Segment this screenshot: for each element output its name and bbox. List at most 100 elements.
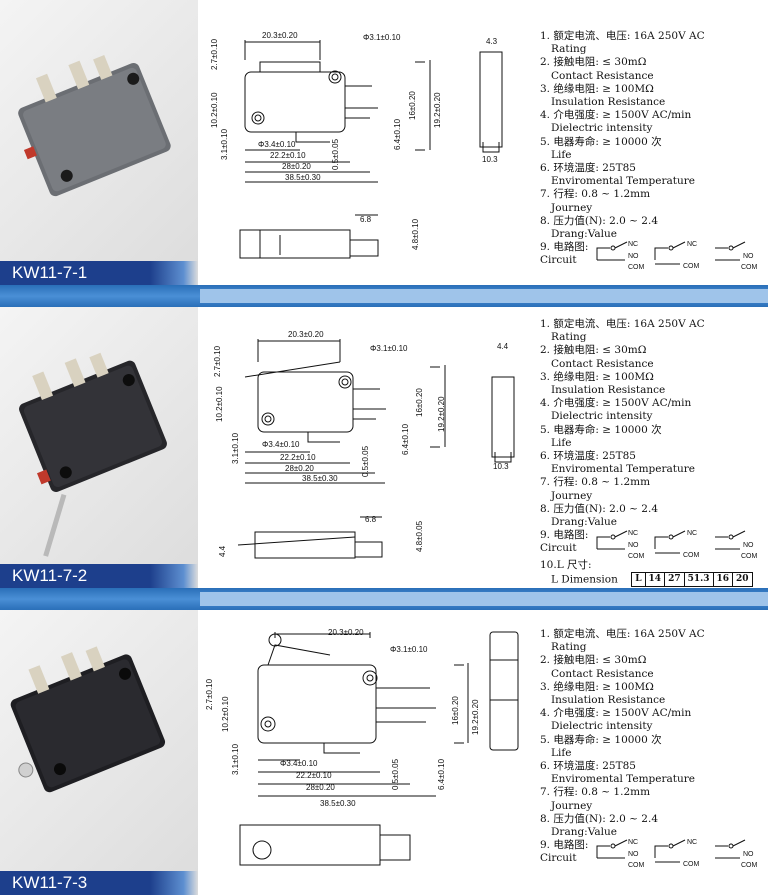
circuit-com: COM: [628, 553, 645, 560]
spec-en: Contact Resistance: [551, 357, 654, 370]
spec-label: 9. 电路图:: [540, 839, 589, 852]
dim-height-left: 2.7±0.10: [213, 345, 222, 377]
dim-terminal-gap: 0.5±0.05: [331, 138, 340, 170]
circuit-nc: NC: [687, 839, 697, 846]
circuit-no: NO: [628, 851, 639, 858]
dim-height-16: 16±0.20: [415, 388, 424, 417]
spec-label: 2. 接触电阻:: [540, 56, 599, 69]
dim-side-width: 4.3: [486, 37, 498, 46]
spec-en: Journey: [551, 799, 593, 812]
dim-pitch-a: 22.2±0.10: [280, 453, 316, 462]
dim-total-length: 38.5±0.30: [320, 799, 356, 808]
spec-label: 5. 电器寿命:: [540, 733, 599, 746]
spec-label: 3. 绝缘电阻:: [540, 370, 599, 383]
spec-value: ≤ 30mΩ: [602, 344, 647, 357]
spec-label: 5. 电器寿命:: [540, 423, 599, 436]
spec-en: Life: [551, 436, 572, 449]
separator-band-1: [0, 285, 768, 307]
spec-label: 8. 压力值(N):: [540, 214, 606, 227]
spec-value: ≤ 30mΩ: [602, 56, 647, 69]
circuit-com: COM: [628, 862, 645, 869]
spec-value: ≤ 30mΩ: [602, 654, 647, 667]
circuit-diagram-3: NC NO COM NC COM NO COM: [596, 839, 758, 869]
dim-total-length: 38.5±0.30: [285, 173, 321, 182]
l-dimension-table: L 14 27 51.3 16 20: [631, 571, 753, 588]
dim-pitch-b: 28±0.20: [285, 464, 314, 473]
switch-photo-grey: [18, 54, 171, 197]
spec-en: Circuit: [540, 852, 577, 865]
spec-en: Rating: [551, 43, 587, 56]
spec-label: 7. 行程:: [540, 188, 578, 201]
circuit-com: COM: [741, 862, 758, 869]
circuit-com: COM: [683, 552, 700, 559]
spec-value: ≥ 1500V AC/min: [602, 707, 692, 720]
spec-value: 2.0 ~ 2.4: [609, 214, 658, 227]
circuit-no: NO: [628, 253, 639, 260]
spec-en: Drang:Value: [551, 228, 617, 241]
dim-pitch-a: 22.2±0.10: [270, 151, 306, 160]
circuit-com: COM: [628, 264, 645, 271]
spec-en: Insulation Resistance: [551, 384, 666, 397]
product-panel-2: KW11-7-2 20.3±0.20 Φ3.1±0.10 2.7±0.10 10…: [0, 307, 768, 588]
circuit-no: NO: [628, 542, 639, 549]
spec-en: Rating: [551, 641, 587, 654]
dim-terminal-height: 6.4±0.10: [401, 423, 410, 455]
spec-value: 0.8 ~ 1.2mm: [581, 188, 651, 201]
spec-value: 16A 250V AC: [633, 30, 705, 42]
dim-height-mid: 10.2±0.10: [215, 386, 224, 422]
dim-hole-top: Φ3.1±0.10: [363, 33, 401, 42]
dim-top-width: 20.3±0.20: [288, 330, 324, 339]
spec-en: Life: [551, 746, 572, 759]
dim-height-19: 19.2±0.20: [437, 396, 446, 432]
spec-value: 0.8 ~ 1.2mm: [581, 786, 651, 799]
spec-value: 16A 250V AC: [633, 318, 705, 330]
dim-hole-bottom: Φ3.4±0.10: [258, 140, 296, 149]
spec-en: Journey: [551, 201, 593, 214]
dim-total-length: 38.5±0.30: [302, 474, 338, 483]
spec-en: Enviromental Temperature: [551, 463, 695, 476]
spec-label: 4. 介电强度:: [540, 109, 599, 122]
circuit-no: NO: [743, 253, 754, 260]
spec-label: 8. 压力值(N):: [540, 812, 606, 825]
spec-value: ≥ 100MΩ: [602, 680, 654, 693]
dim-height-left: 2.7±0.10: [205, 678, 214, 710]
spec-label: 6. 环境温度:: [540, 450, 599, 463]
switch-photo-lever: [19, 352, 167, 557]
dim-side-width: 4.4: [497, 342, 509, 351]
spec-en: Dielectric intensity: [551, 122, 653, 135]
dimension-drawing-1: 20.3±0.20 Φ3.1±0.10 2.7±0.10 10.2±0.10 3…: [210, 31, 503, 259]
dim-left-low: 3.1±0.10: [231, 743, 240, 775]
dimension-drawing-3: 20.3±0.20 Φ3.1±0.10 2.7±0.10 10.2±0.10 3…: [205, 628, 519, 866]
spec-value: ≥ 100MΩ: [602, 370, 654, 383]
l-dimension-cell: 51.3: [683, 571, 714, 588]
l-dimension-cell: L: [631, 571, 646, 588]
l-dimension-cell: 14: [644, 571, 666, 588]
l-dimension-en: L Dimension: [551, 573, 618, 586]
spec-en: Drang:Value: [551, 516, 617, 529]
product-photo-1: [0, 0, 198, 285]
spec-en: Drang:Value: [551, 826, 617, 839]
spec-en: Dielectric intensity: [551, 410, 653, 423]
spec-label: 2. 接触电阻:: [540, 344, 599, 357]
spec-label: 4. 介电强度:: [540, 397, 599, 410]
dim-hole-top: Φ3.1±0.10: [390, 645, 428, 654]
circuit-nc: NC: [628, 241, 638, 248]
separator-band-2: [0, 588, 768, 610]
circuit-nc: NC: [687, 241, 697, 248]
dim-height-mid: 10.2±0.10: [210, 92, 219, 128]
dim-height-19: 19.2±0.20: [471, 699, 480, 735]
circuit-diagram-1: NC NO COM NC COM NO COM: [596, 241, 758, 271]
dim-height-16: 16±0.20: [408, 91, 417, 120]
dim-pitch-b: 28±0.20: [282, 162, 311, 171]
dim-hole-bottom: Φ3.4±0.10: [280, 759, 318, 768]
dim-pitch-b: 28±0.20: [306, 783, 335, 792]
spec-en: Dielectric intensity: [551, 720, 653, 733]
dim-side-bottom: 10.3: [493, 462, 509, 471]
dimension-drawing-2: 20.3±0.20 Φ3.1±0.10 2.7±0.10 10.2±0.10 3…: [213, 330, 515, 559]
spec-label: 3. 绝缘电阻:: [540, 82, 599, 95]
circuit-no: NO: [743, 851, 754, 858]
spec-value: 16A 250V AC: [633, 628, 705, 640]
dim-terminal-height: 6.4±0.10: [437, 758, 446, 790]
spec-en: Enviromental Temperature: [551, 175, 695, 188]
dim-height-16: 16±0.20: [451, 696, 460, 725]
